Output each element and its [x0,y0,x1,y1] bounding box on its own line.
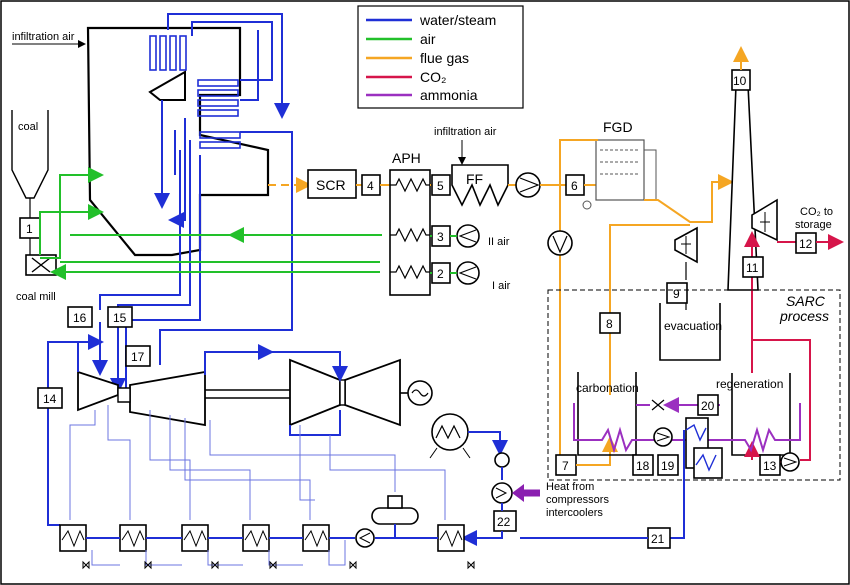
boiler [86,13,293,394]
fabric-filter [451,164,509,207]
stream-6-label: 6 [571,179,578,193]
fgd-unit [582,139,657,210]
heat-label-2: compressors [546,494,609,506]
stream-4-label: 4 [367,179,374,193]
sarc-process-box [547,289,841,481]
drain-valves [82,560,475,570]
feedwater-heater-6 [437,524,465,552]
regeneration-label: regeneration [716,377,783,391]
stream-18-label: 18 [636,459,650,473]
stream-9-box [666,282,688,304]
infiltration-air-label-ff: infiltration air [434,126,497,138]
legend-air: air [420,31,436,47]
lp-turbine [289,358,401,427]
intercooler-heat-exchanger [491,482,513,504]
co2-storage-label-1: CO₂ to [800,206,833,218]
legend-ammonia: ammonia [420,87,478,103]
scr-unit [307,169,357,199]
stream-18-box [632,454,654,476]
stream-12-label: 12 [799,237,813,251]
feedwater-heater-3 [181,524,209,552]
aph-unit [389,169,431,296]
stream-8-label: 8 [606,317,613,331]
fgd-label: FGD [603,119,633,135]
i-air-label: I air [492,280,511,292]
stream-17-box [125,345,151,367]
sarc-heat-exchanger-2 [693,447,723,479]
ff-label: FF [466,171,483,187]
feedwater-heater-1 [59,524,87,552]
stream-8-box [599,312,621,334]
legend-co2: CO₂ [420,69,446,85]
stream-11-box [742,256,764,278]
legend-water-steam: water/steam [419,12,496,28]
coal-label: coal [18,121,38,133]
stream-22-label: 22 [497,515,511,529]
evacuation-label: evacuation [664,319,722,333]
stream-10-label: 10 [733,74,747,88]
stream-9-label: 9 [673,287,680,301]
stream-2-label: 2 [437,267,444,281]
carbonation-label: carbonation [576,381,639,395]
stream-15-label: 15 [113,311,127,325]
stream-22-box [493,510,517,532]
stream-5-label: 5 [437,179,444,193]
legend-flue-gas: flue gas [420,50,469,66]
heat-label-1: Heat from [546,481,594,493]
carbonation-vessel [577,372,637,456]
stream-11-label: 11 [746,261,759,275]
co2-compressor [751,198,778,242]
hp-turbine [77,370,119,412]
co2-storage-label-2: storage [795,219,832,231]
stream-21-label: 21 [651,532,665,546]
stream-1-label: 1 [26,222,33,236]
infiltration-air-label-boiler: infiltration air [12,31,75,43]
stream-16-box [67,306,93,328]
stream-13-label: 13 [763,459,777,473]
legend: water/steam air flue gas CO₂ ammonia [357,5,524,109]
stream-5-box [431,174,451,196]
stream-15-box [107,306,133,328]
ii-air-label: II air [488,236,510,248]
feedwater-heater-2 [119,524,147,552]
stream-14-box [37,387,63,409]
stream-17-label: 17 [131,350,145,364]
stream-3-label: 3 [437,230,444,244]
deaerator [371,495,419,525]
condenser [429,413,471,459]
coal-mill [25,254,57,276]
extraction-lines [69,405,446,566]
feedwater-pump [355,528,375,548]
condensate-pump [494,452,510,468]
sarc-label-2: process [779,308,829,324]
ammonia-pump [653,427,673,447]
ip-turbine [117,370,206,427]
stream-7-label: 7 [562,459,569,473]
expander [674,226,698,264]
stream-20-label: 20 [701,399,715,413]
coal-mill-label: coal mill [16,291,56,303]
feedwater-heater-5 [302,524,330,552]
stream-19-label: 19 [661,459,675,473]
scr-label: SCR [316,177,346,193]
feedwater-heater-4 [242,524,270,552]
stream-16-label: 16 [73,311,87,325]
stream-19-box [657,454,679,476]
aph-label: APH [392,150,421,166]
stream-20-box [697,394,719,416]
stream-13-box [759,454,781,476]
heat-label-3: intercoolers [546,507,603,519]
sarc-label-1: SARC [786,293,826,309]
stream-14-label: 14 [43,392,57,406]
